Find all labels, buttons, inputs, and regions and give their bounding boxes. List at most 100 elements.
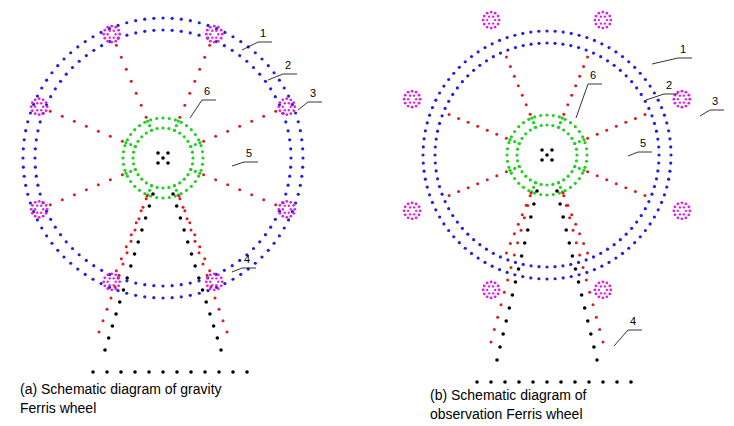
outer-rim [421,153,424,156]
cabin [608,284,611,287]
cabin [488,285,490,287]
cabin [609,288,612,291]
cabin [411,90,414,93]
cabin [409,94,411,96]
hub-ring [189,145,192,148]
cabin [213,288,216,291]
inner-rim [33,156,36,159]
outer-rim [161,296,164,299]
hub-ring [564,118,567,121]
hub-ring [518,165,521,168]
outer-rim [649,85,652,88]
cabin [404,102,407,105]
cabin [419,209,422,212]
cabin [40,212,42,214]
cabin [488,15,490,17]
cabin [597,282,600,285]
support-leg [111,324,115,328]
cabin [221,280,224,283]
callout-number: 6 [590,70,596,81]
spoke [109,178,112,181]
ground [545,380,549,384]
outer-rim [125,292,128,295]
outer-rim [537,277,540,280]
cabin [110,41,113,44]
hub-ring [510,172,513,175]
cabin [103,276,106,279]
axle [540,148,544,152]
support-leg [198,251,201,254]
cabin [289,112,292,115]
callout-number: 1 [260,28,266,39]
support-leg [500,303,503,306]
inner-rim [619,69,622,72]
cabin [110,25,113,28]
cabin [36,102,38,104]
spoke [457,117,460,120]
cabin [687,102,690,105]
outer-rim [498,39,501,42]
cabin [213,25,216,28]
inner-rim [71,66,74,69]
inner-rim [657,153,660,156]
inner-rim [289,147,292,150]
outer-rim [50,242,53,245]
outer-rim [297,120,300,123]
ground [175,370,179,374]
spoke [203,56,206,59]
hub-ring [134,168,137,171]
outer-rim [431,106,434,109]
hub-ring [527,189,530,192]
outer-rim [297,193,300,196]
outer-rim [554,30,557,33]
cabin [490,280,493,283]
hub-ring [156,186,159,189]
hub-ring [573,165,576,168]
hub-ring [557,126,560,129]
cabin [486,282,489,285]
inner-rim [231,264,234,267]
axle [550,158,554,162]
cabin [407,216,410,219]
cabin [106,287,109,290]
cabin [114,273,117,276]
cabin [595,284,598,287]
cabin [213,272,216,275]
inner-rim [451,93,454,96]
cabin [683,101,685,103]
cabin [293,105,296,108]
cabin [601,296,604,299]
ground [91,370,95,374]
ground [189,370,193,374]
outer-rim [607,261,610,264]
hub-ring [178,131,181,134]
hub-ring [582,138,585,141]
inner-rim [59,233,62,236]
outer-rim [180,295,183,298]
cabin [597,12,600,15]
cabin [209,33,211,35]
cabin [492,285,494,287]
cabin [285,216,288,219]
spoke [109,135,112,138]
cabin [486,19,488,21]
inner-rim [506,258,509,261]
cabin [593,19,596,22]
ground [601,380,605,384]
cabin [609,19,612,22]
cabin [103,37,106,40]
inner-rim [41,201,44,204]
outer-rim [600,42,603,45]
cabin [45,204,48,207]
spoke [624,121,627,124]
support-leg [204,300,208,304]
spoke [238,188,241,191]
cabin [38,113,41,116]
inner-rim [485,59,488,62]
hub-ring [520,170,523,173]
outer-rim [607,46,610,49]
inner-rim [644,207,647,210]
cabin [215,277,217,279]
outer-rim [521,32,524,35]
cabin [290,208,292,210]
